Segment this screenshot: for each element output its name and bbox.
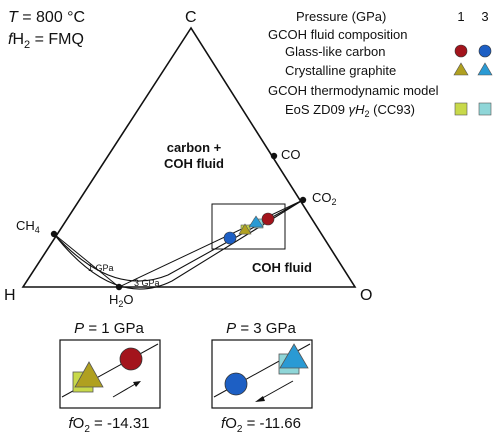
- saturation-curve-1gpa: [53, 199, 304, 282]
- marker-graphite-3gpa-main: [248, 215, 264, 228]
- field-carbon-coh-line2: COH fluid: [164, 156, 224, 171]
- point-co2: [299, 196, 307, 204]
- legend-graphite-1gpa-marker: [453, 62, 469, 76]
- temperature-label: T = 800 °C: [8, 9, 85, 26]
- curve-label-3gpa: 3 GPa: [134, 278, 160, 288]
- fh2-base: H: [12, 31, 24, 48]
- inset-3gpa-fo2-sub: 2: [237, 424, 243, 435]
- inset-3gpa-sym: P: [226, 320, 236, 337]
- legend-pressure-1: 1: [457, 9, 464, 24]
- legend-pressure-title: Pressure (GPa): [296, 9, 386, 24]
- legend-model-3gpa-marker: [478, 102, 492, 116]
- fh2-value: = FMQ: [30, 31, 84, 48]
- inset-1gpa-arrow-head: [133, 381, 141, 387]
- label-co2: CO2: [312, 190, 337, 207]
- point-h2o: [115, 283, 123, 291]
- label-h2o: H2O: [109, 292, 134, 309]
- inset-3gpa-fo2-prefix: f: [221, 415, 227, 432]
- inset-1gpa-fo2-prefix: f: [68, 415, 74, 432]
- inset-3gpa-graphite-marker: [279, 343, 309, 369]
- inset-3gpa: P = 3 GPa fO2 = -11.66: [211, 320, 313, 435]
- inset-3gpa-arrow: [258, 380, 294, 401]
- label-ch4-base: CH: [16, 218, 35, 233]
- point-ch4: [50, 230, 58, 238]
- legend-eos-suffix: (CC93): [370, 102, 416, 117]
- legend: Pressure (GPa) 1 3 GCOH fluid compositio…: [268, 9, 493, 119]
- inset-3gpa-arrow-head: [255, 396, 265, 402]
- legend-graphite-label: Crystalline graphite: [285, 63, 396, 78]
- inset-1gpa-graphite-marker: [74, 361, 104, 388]
- inset-3gpa-text: = 3 GPa: [236, 320, 296, 337]
- inset-3gpa-fo2: fO2 = -11.66: [221, 415, 301, 435]
- temperature-symbol: T: [8, 9, 19, 26]
- inset-1gpa-frame: [59, 339, 161, 409]
- inset-1gpa-text: = 1 GPa: [84, 320, 144, 337]
- ch4-h2o-join: [53, 233, 120, 288]
- legend-eos-gamma: γH: [349, 102, 366, 117]
- inset-1gpa-fo2-value: = -14.31: [90, 415, 150, 432]
- vertex-label-o: O: [360, 287, 372, 304]
- point-co: [270, 152, 278, 160]
- temperature-value: = 800 °C: [18, 9, 85, 26]
- legend-thermo-title: GCOH thermodynamic model: [268, 83, 439, 98]
- label-ch4-sub: 4: [35, 225, 40, 235]
- legend-eos-prefix: EoS ZD09: [285, 102, 349, 117]
- inset-1gpa-fo2: fO2 = -14.31: [68, 415, 149, 435]
- inset-3gpa-title: P = 3 GPa: [226, 320, 296, 337]
- inset-3gpa-fo2-value: = -11.66: [242, 415, 301, 432]
- legend-eos-label: EoS ZD09 γH2 (CC93): [285, 102, 415, 119]
- label-h2o-tail: O: [123, 292, 133, 307]
- label-ch4: CH4: [16, 218, 40, 235]
- fh2-prefix: f: [8, 31, 14, 48]
- inset-1gpa-glass-marker: [119, 347, 143, 371]
- field-coh-fluid: COH fluid: [252, 260, 312, 275]
- field-carbon-coh-line1: carbon +: [167, 140, 222, 155]
- legend-model-1gpa-marker: [454, 102, 468, 116]
- legend-composition-title: GCOH fluid composition: [268, 27, 407, 42]
- label-co: CO: [281, 147, 301, 162]
- curve-label-1gpa: 1 GPa: [88, 263, 114, 273]
- inset-1gpa-title: P = 1 GPa: [74, 320, 144, 337]
- label-h2o-sub: 2: [118, 299, 123, 309]
- legend-pressure-3: 3: [481, 9, 488, 24]
- inset-1gpa: P = 1 GPa fO2 = -14.31: [59, 320, 161, 435]
- inset-3gpa-fo2-base: O: [225, 415, 237, 432]
- legend-glass-1gpa-marker: [454, 44, 468, 58]
- inset-1gpa-fo2-base: O: [73, 415, 85, 432]
- legend-eos-sub: 2: [364, 109, 369, 119]
- vertex-label-h: H: [4, 287, 16, 304]
- marker-graphite-1gpa-main: [238, 223, 252, 235]
- inset-3gpa-glass-marker: [224, 372, 248, 396]
- marker-glass-1gpa-main: [261, 212, 275, 226]
- fh2-label: fH2 = FMQ: [8, 31, 84, 51]
- inset-3gpa-frame: [211, 339, 313, 409]
- inset-1gpa-sym: P: [74, 320, 84, 337]
- label-co2-sub: 2: [332, 197, 337, 207]
- label-h2o-base: H: [109, 292, 118, 307]
- inset-1gpa-arrow: [112, 382, 138, 398]
- zoom-box: [211, 203, 286, 250]
- marker-glass-3gpa-main: [223, 231, 237, 245]
- vertex-label-c: C: [185, 9, 197, 26]
- legend-glass-3gpa-marker: [478, 44, 492, 58]
- legend-graphite-3gpa-marker: [477, 62, 493, 76]
- legend-glass-carbon-label: Glass-like carbon: [285, 44, 385, 59]
- fh2-sub: 2: [24, 39, 30, 51]
- label-co2-base: CO: [312, 190, 332, 205]
- inset-1gpa-fo2-sub: 2: [84, 424, 90, 435]
